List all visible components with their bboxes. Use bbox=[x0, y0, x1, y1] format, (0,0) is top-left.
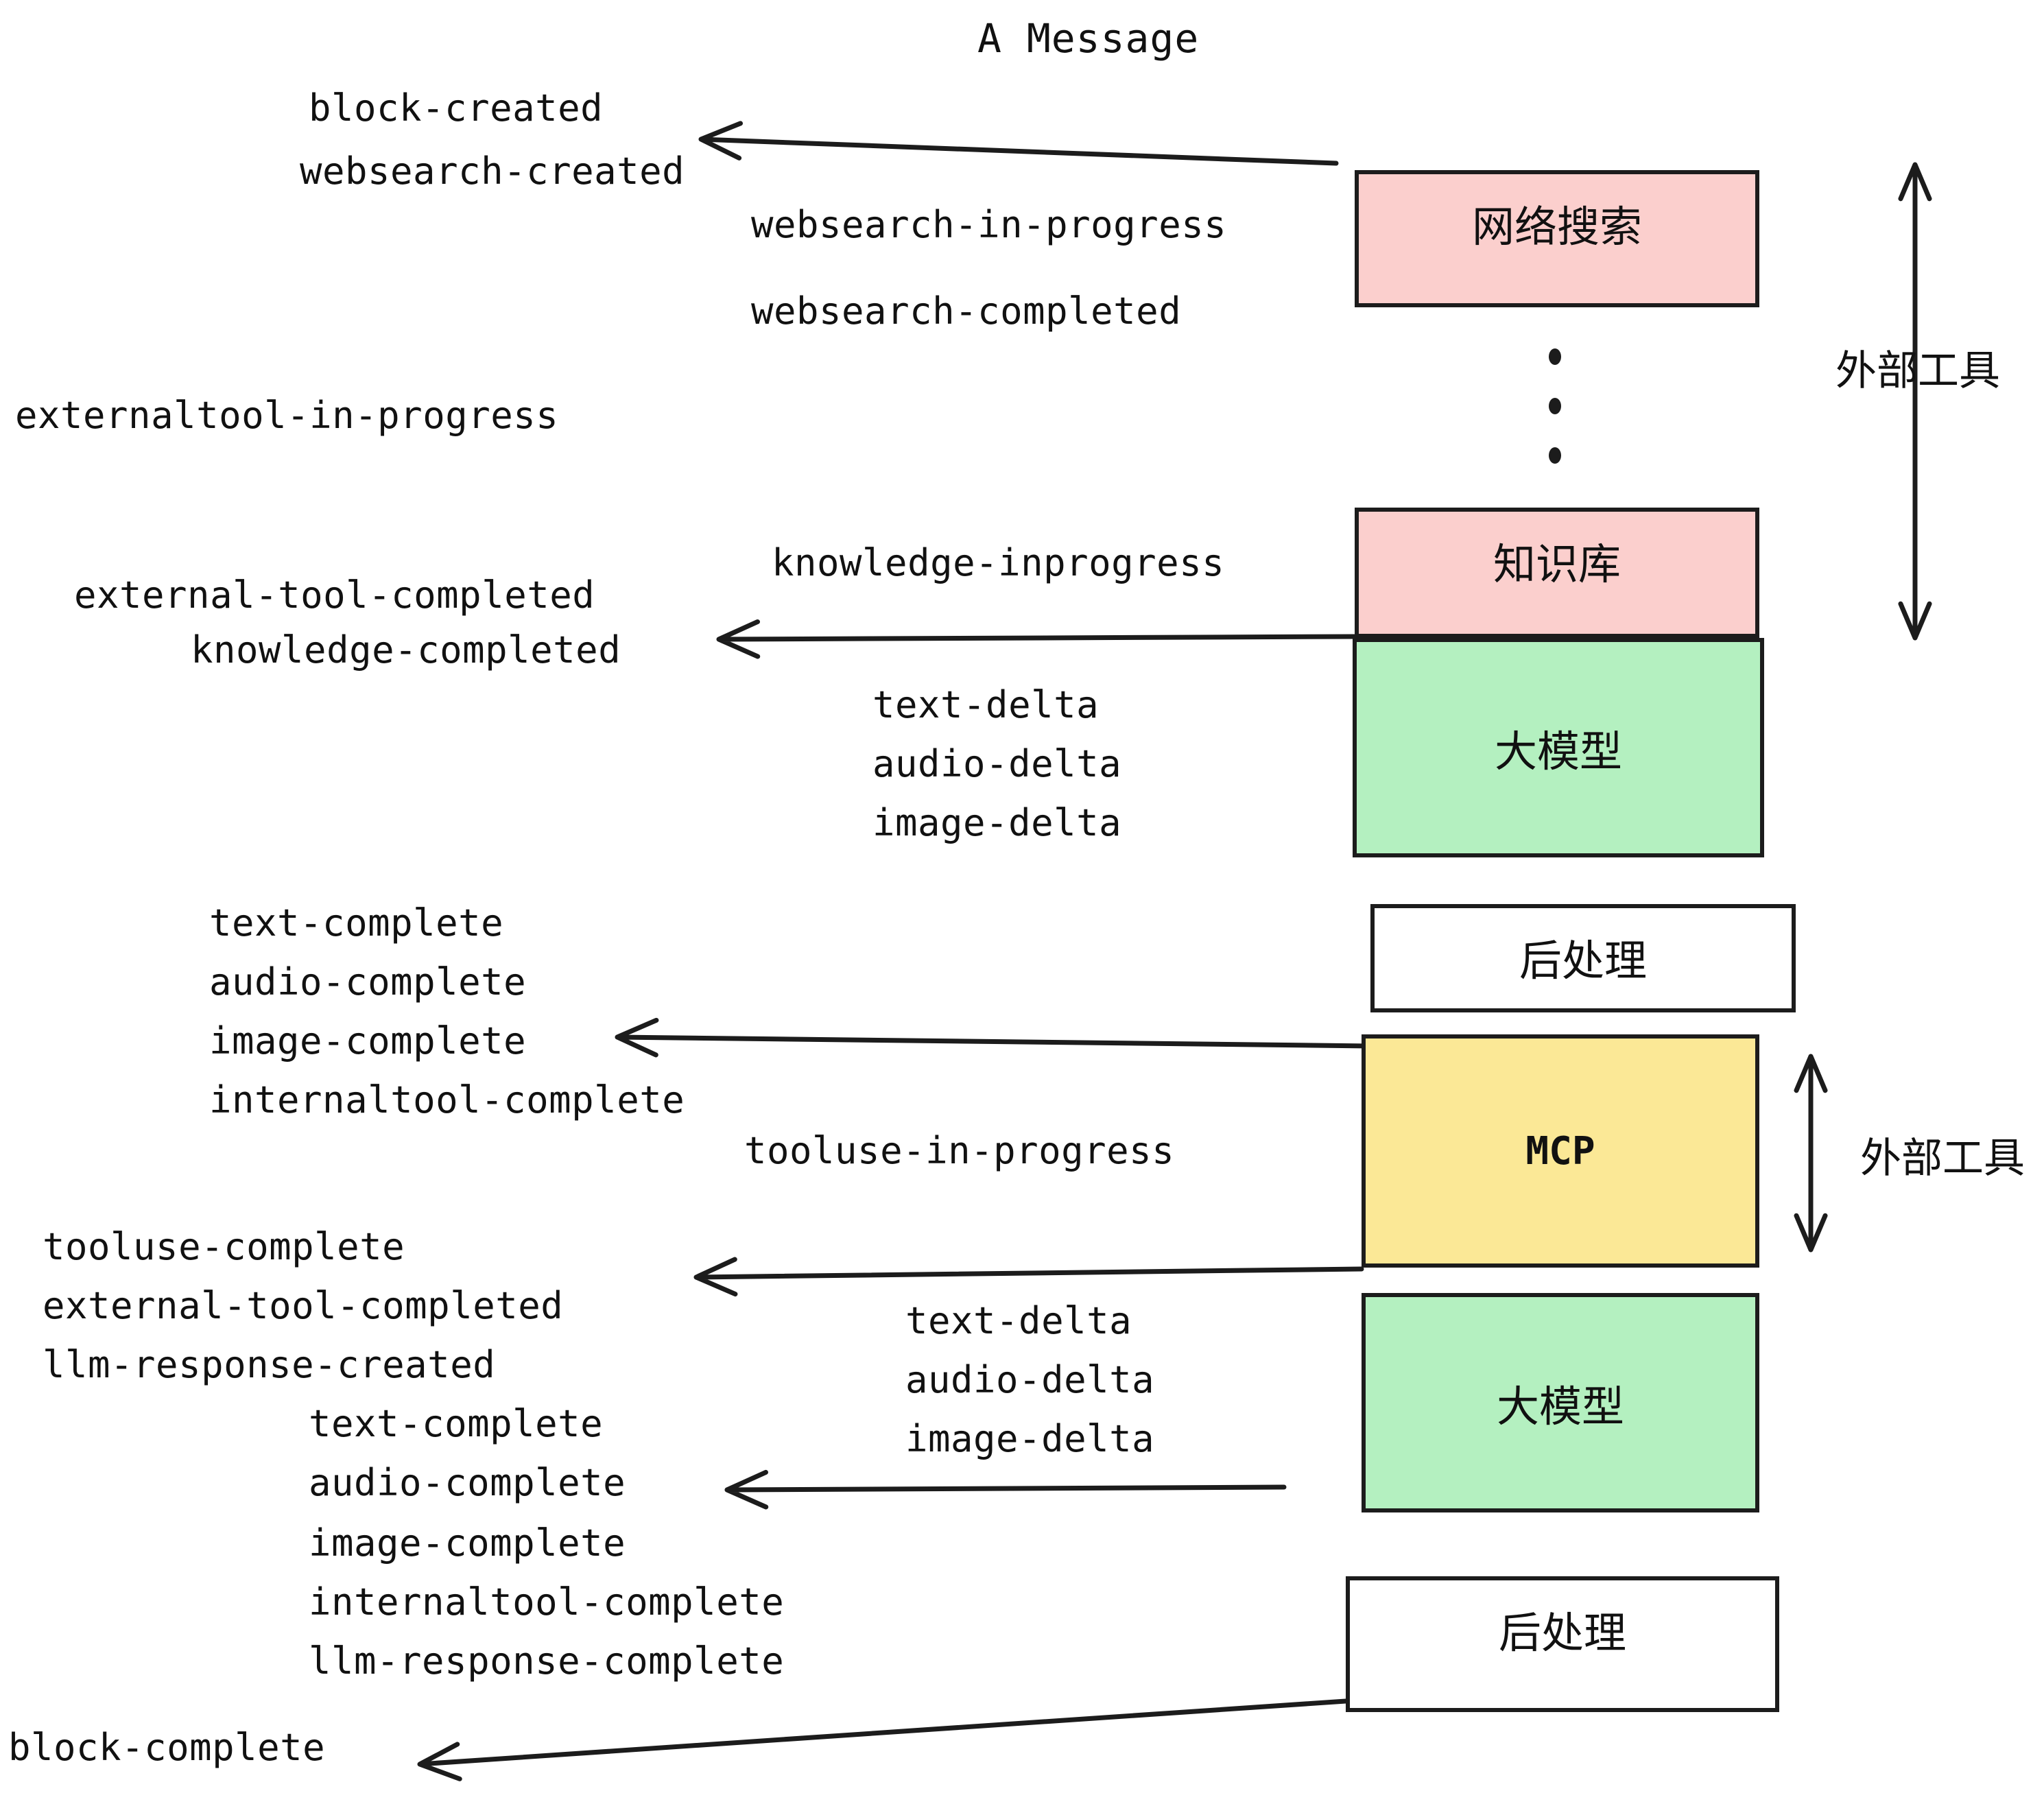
node-label: 大模型 bbox=[1496, 1381, 1624, 1432]
event-label-text-delta-2: text-delta bbox=[905, 1299, 1132, 1342]
node-postproc-2: 后处理 bbox=[1346, 1576, 1779, 1712]
side-label-external-tools-top: 外部工具 bbox=[1835, 347, 2000, 395]
event-label-internaltool-complete-2: internaltool-complete bbox=[309, 1580, 785, 1624]
node-knowledge: 知识库 bbox=[1355, 508, 1759, 638]
ellipsis-dot bbox=[1549, 398, 1561, 414]
node-label: 网络搜索 bbox=[1471, 202, 1642, 252]
event-label-external-tool-completed-2: external-tool-completed bbox=[43, 1284, 564, 1327]
event-label-external-tool-completed-1: external-tool-completed bbox=[74, 573, 595, 617]
node-mcp: MCP bbox=[1362, 1034, 1759, 1268]
node-llm-2: 大模型 bbox=[1362, 1293, 1759, 1512]
node-llm-1: 大模型 bbox=[1353, 638, 1764, 857]
event-label-externaltool-in-progress: externaltool-in-progress bbox=[15, 394, 559, 437]
node-postproc-1: 后处理 bbox=[1370, 904, 1796, 1012]
event-label-tooluse-in-progress: tooluse-in-progress bbox=[744, 1129, 1175, 1172]
node-label: 大模型 bbox=[1494, 726, 1622, 776]
external-tools-arrow-top bbox=[1898, 162, 1932, 641]
event-label-llm-response-created: llm-response-created bbox=[43, 1343, 496, 1386]
event-label-internaltool-complete-1: internaltool-complete bbox=[209, 1078, 685, 1121]
event-label-websearch-in-progress: websearch-in-progress bbox=[751, 203, 1227, 246]
node-label: MCP bbox=[1525, 1128, 1595, 1174]
node-label: 后处理 bbox=[1519, 936, 1647, 986]
event-label-knowledge-inprogress: knowledge-inprogress bbox=[772, 541, 1225, 584]
node-label: 后处理 bbox=[1498, 1608, 1626, 1658]
event-label-text-complete-2: text-complete bbox=[309, 1402, 604, 1445]
event-label-image-complete-1: image-complete bbox=[209, 1019, 527, 1063]
arrow-audio-complete bbox=[724, 1469, 1287, 1510]
arrow-knowledge-completed bbox=[716, 619, 1357, 659]
event-label-block-created: block-created bbox=[309, 86, 604, 130]
node-websearch: 网络搜索 bbox=[1355, 170, 1759, 307]
arrow-block-complete bbox=[417, 1698, 1348, 1781]
arrow-block-created bbox=[698, 121, 1339, 166]
external-tools-arrow-bottom bbox=[1794, 1054, 1828, 1253]
event-label-llm-response-complete: llm-response-complete bbox=[309, 1639, 785, 1683]
event-label-audio-delta-1: audio-delta bbox=[872, 742, 1122, 785]
ellipsis-dot bbox=[1549, 447, 1561, 464]
event-label-image-complete-2: image-complete bbox=[309, 1521, 626, 1565]
arrow-tooluse-complete bbox=[693, 1257, 1364, 1297]
vertical-ellipsis-icon bbox=[1549, 348, 1561, 497]
event-label-websearch-created: websearch-created bbox=[300, 150, 685, 193]
event-label-text-delta-1: text-delta bbox=[872, 683, 1100, 726]
event-label-image-delta-2: image-delta bbox=[905, 1417, 1155, 1460]
event-label-tooluse-complete: tooluse-complete bbox=[43, 1225, 405, 1268]
event-label-audio-complete-2: audio-complete bbox=[309, 1461, 626, 1504]
event-label-audio-delta-2: audio-delta bbox=[905, 1358, 1155, 1401]
event-label-text-complete-1: text-complete bbox=[209, 901, 504, 945]
event-label-knowledge-completed: knowledge-completed bbox=[191, 628, 621, 672]
side-label-external-tools-bottom: 外部工具 bbox=[1860, 1135, 2025, 1183]
event-label-block-complete: block-complete bbox=[8, 1726, 326, 1769]
event-label-audio-complete-1: audio-complete bbox=[209, 960, 527, 1004]
event-label-image-delta-1: image-delta bbox=[872, 801, 1122, 844]
page-title: A Message bbox=[977, 15, 1200, 62]
node-label: 知识库 bbox=[1493, 539, 1621, 589]
event-label-websearch-completed: websearch-completed bbox=[751, 289, 1182, 333]
ellipsis-dot bbox=[1549, 348, 1561, 365]
arrow-image-complete bbox=[615, 1017, 1373, 1058]
